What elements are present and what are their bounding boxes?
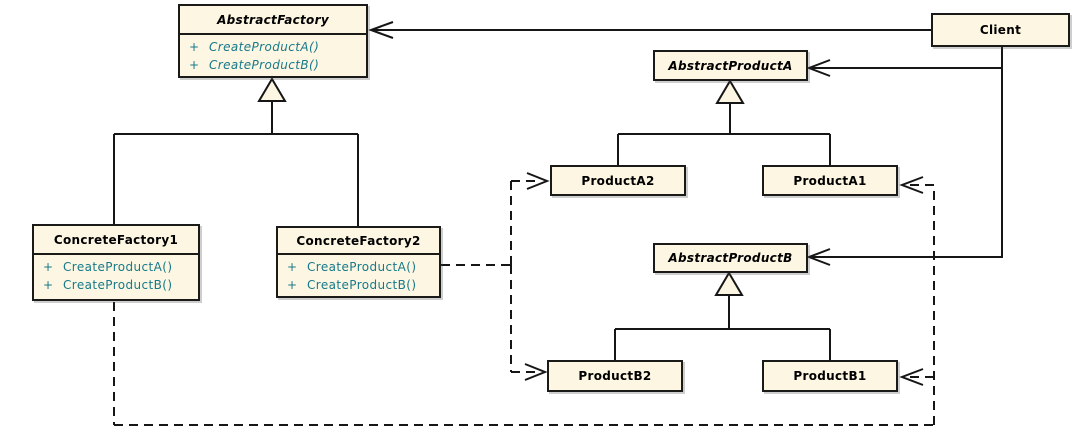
edge-generalization-factories (113, 77, 359, 226)
methods-compartment: + CreateProductA() + CreateProductB() (278, 255, 439, 296)
class-name: ConcreteFactory2 (278, 228, 439, 255)
edge-client-abstractfactory (368, 21, 931, 39)
class-box-concrete-factory2[interactable]: ConcreteFactory2 + CreateProductA() + Cr… (276, 226, 441, 298)
open-arrow-icon (368, 21, 394, 39)
edge-client-abstractproductb (806, 47, 1003, 266)
class-box-client[interactable]: Client (931, 13, 1070, 47)
class-name: ProductA1 (793, 173, 867, 188)
method-visibility: + (43, 260, 54, 274)
class-name: AbstractProductA (668, 58, 793, 73)
class-name: Client (979, 23, 1022, 37)
method-row: + CreateProductB() (189, 57, 362, 74)
class-name: ProductB2 (578, 369, 652, 383)
method-row: + CreateProductB() (43, 277, 194, 294)
method-row: + CreateProductB() (287, 277, 435, 294)
method-signature: CreateProductB() (63, 278, 173, 292)
class-name: ProductA2 (581, 173, 655, 188)
inheritance-triangle-icon (257, 77, 287, 102)
method-signature: CreateProductA() (63, 260, 173, 274)
method-visibility: + (189, 40, 200, 54)
class-box-abstract-factory[interactable]: AbstractFactory + CreateProductA() + Cre… (178, 4, 368, 78)
class-box-product-a1[interactable]: ProductA1 (762, 165, 898, 196)
method-row: + CreateProductA() (189, 39, 362, 56)
edge-client-abstractproducta (806, 59, 1002, 77)
open-arrow-icon (526, 172, 550, 190)
class-name: ConcreteFactory1 (34, 226, 198, 255)
method-row: + CreateProductA() (43, 259, 194, 276)
class-name: ProductB1 (793, 369, 867, 383)
open-arrow-icon (524, 363, 548, 381)
class-box-product-a2[interactable]: ProductA2 (550, 165, 686, 196)
open-arrow-icon (899, 176, 924, 194)
inheritance-triangle-icon (715, 79, 745, 104)
edge-dependency-factory2 (441, 172, 550, 381)
open-arrow-icon (806, 59, 831, 77)
class-box-abstract-product-b[interactable]: AbstractProductB (653, 243, 808, 273)
method-signature: CreateProductA() (307, 260, 417, 274)
methods-compartment: + CreateProductA() + CreateProductB() (34, 255, 198, 299)
method-signature: CreateProductB() (307, 278, 417, 292)
edge-generalization-product-b (614, 271, 831, 360)
open-arrow-icon (806, 248, 831, 266)
inheritance-triangle-icon (714, 271, 744, 296)
method-visibility: + (287, 278, 298, 292)
method-signature: CreateProductB() (209, 58, 320, 72)
open-arrow-icon (899, 368, 924, 386)
method-signature: CreateProductA() (209, 40, 320, 54)
method-visibility: + (43, 278, 54, 292)
class-box-concrete-factory1[interactable]: ConcreteFactory1 + CreateProductA() + Cr… (32, 224, 200, 301)
methods-compartment: + CreateProductA() + CreateProductB() (180, 35, 366, 76)
edge-dependency-factory1 (113, 176, 935, 426)
class-name: AbstractProductB (668, 251, 793, 265)
edge-generalization-product-a (617, 79, 831, 165)
class-box-product-b2[interactable]: ProductB2 (547, 360, 683, 392)
class-box-product-b1[interactable]: ProductB1 (762, 360, 898, 392)
class-name: AbstractFactory (180, 6, 366, 35)
class-box-abstract-product-a[interactable]: AbstractProductA (653, 50, 808, 81)
method-visibility: + (287, 260, 298, 274)
method-visibility: + (189, 58, 200, 72)
method-row: + CreateProductA() (287, 259, 435, 276)
